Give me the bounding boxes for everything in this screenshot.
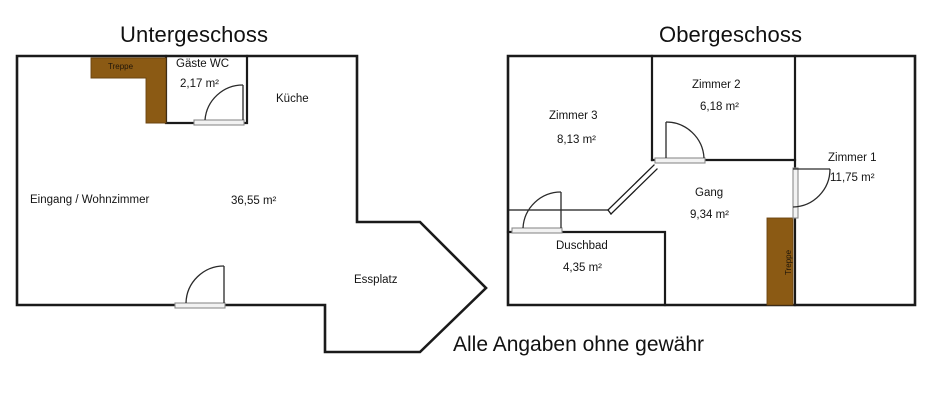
stair-label-treppe-ug: Treppe [108, 62, 134, 71]
obergeschoss-outer-wall [506, 54, 917, 307]
room-label-kueche: Küche [276, 93, 309, 105]
obergeschoss-title: Obergeschoss [659, 22, 803, 47]
untergeschoss-title: Untergeschoss [120, 22, 269, 47]
room-label-zimmer-2: Zimmer 2 [692, 79, 741, 91]
treppe-ug-block [90, 57, 167, 124]
untergeschoss-outer-wall [15, 54, 488, 354]
disclaimer: Alle Angaben ohne gewähr [453, 333, 705, 356]
gaeste-wc-door [193, 84, 245, 126]
zimmer3-door [511, 191, 563, 234]
untergeschoss-plan [15, 54, 488, 354]
room-label-essplatz: Essplatz [354, 274, 398, 286]
room-area-zimmer-1: 11,75 m² [830, 172, 875, 184]
stair-label-treppe-og: Treppe [784, 249, 793, 275]
zimmer2-door [654, 121, 706, 164]
diagonal-wall-cap [607, 209, 612, 215]
room-label-zimmer-1: Zimmer 1 [828, 152, 877, 164]
room-area-zimmer-3: 8,13 m² [557, 134, 596, 146]
treppe-og-block [766, 217, 794, 306]
room-area-duschbad: 4,35 m² [563, 262, 602, 274]
room-area-gaeste-wc: 2,17 m² [180, 78, 219, 90]
diagonal-wall [607, 164, 655, 211]
room-area-zimmer-2: 6,18 m² [700, 101, 739, 113]
room-area-eingang-wohnzimmer: 36,55 m² [231, 195, 277, 207]
obergeschoss-plan [506, 54, 917, 307]
room-label-duschbad: Duschbad [556, 240, 608, 252]
room-label-gang: Gang [695, 187, 724, 199]
room-label-eingang-wohnzimmer: Eingang / Wohnzimmer [30, 194, 150, 206]
zimmer1-door [792, 167, 831, 219]
room-label-zimmer-3: Zimmer 3 [549, 110, 598, 122]
room-label-gaeste-wc: Gäste WC [176, 58, 230, 70]
eingang-door [174, 265, 226, 309]
diagonal-wall-inner [610, 168, 658, 215]
room-area-gang: 9,34 m² [690, 209, 729, 221]
